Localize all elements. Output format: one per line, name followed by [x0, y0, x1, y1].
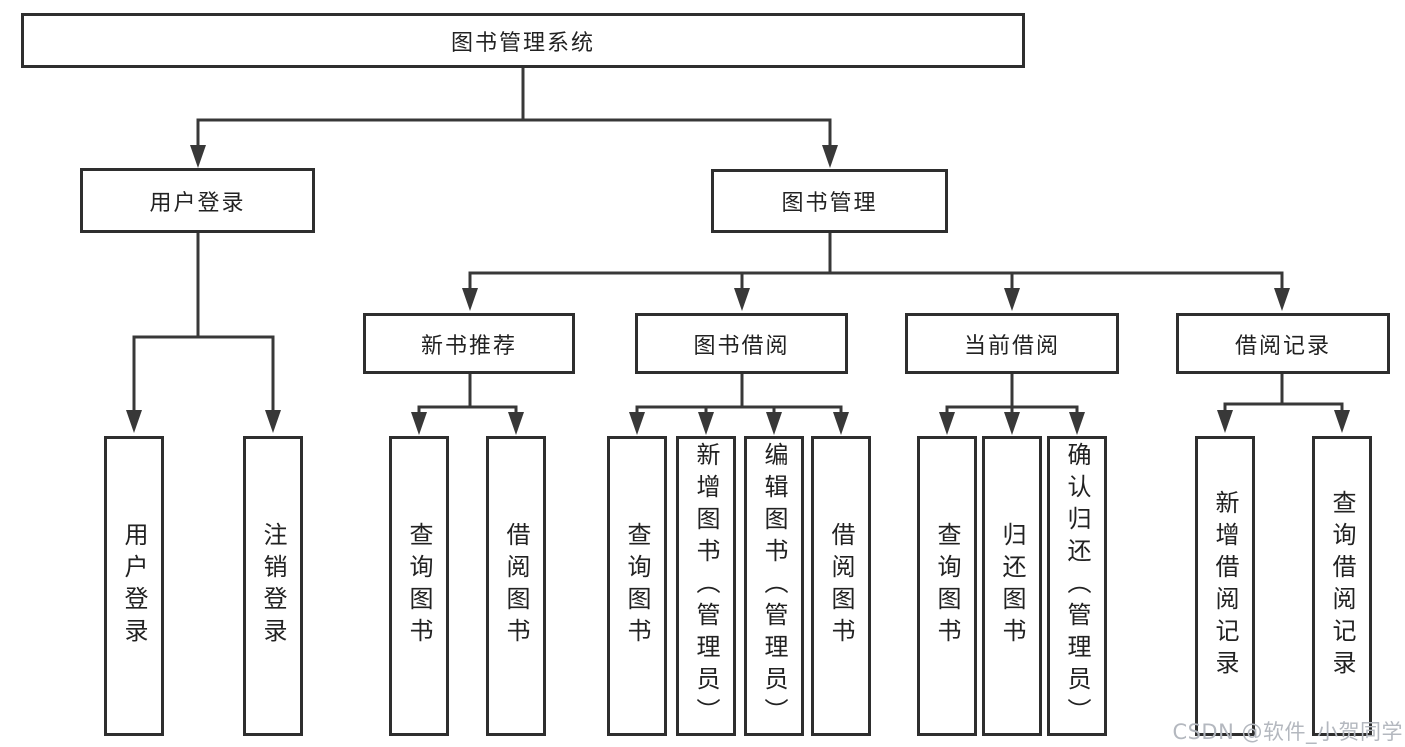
node-current-borrow: 当前借阅 [905, 313, 1119, 374]
node-book-management: 图书管理 [711, 169, 948, 233]
node-root: 图书管理系统 [21, 13, 1025, 68]
node-leaf-query-book-2: 查询图书 [607, 436, 667, 736]
node-leaf-logout: 注销登录 [243, 436, 303, 736]
node-leaf-borrow-book-2: 借阅图书 [811, 436, 871, 736]
node-leaf-query-book-3: 查询图书 [917, 436, 977, 736]
csdn-watermark: CSDN @软件_小贺同学 [1172, 720, 1403, 744]
node-leaf-edit-book-admin: 编辑图书（管理员） [744, 436, 804, 736]
node-leaf-confirm-return-admin: 确认归还（管理员） [1047, 436, 1107, 736]
node-leaf-add-borrow-record: 新增借阅记录 [1195, 436, 1255, 736]
node-leaf-user-login: 用户登录 [104, 436, 164, 736]
node-leaf-query-book-1: 查询图书 [389, 436, 449, 736]
node-user-login: 用户登录 [80, 168, 315, 233]
node-borrow-records: 借阅记录 [1176, 313, 1390, 374]
node-book-borrow: 图书借阅 [635, 313, 848, 374]
node-leaf-add-book-admin: 新增图书（管理员） [676, 436, 736, 736]
node-leaf-query-borrow-record: 查询借阅记录 [1312, 436, 1372, 736]
node-new-book-recommend: 新书推荐 [363, 313, 575, 374]
node-leaf-borrow-book-1: 借阅图书 [486, 436, 546, 736]
node-leaf-return-book: 归还图书 [982, 436, 1042, 736]
